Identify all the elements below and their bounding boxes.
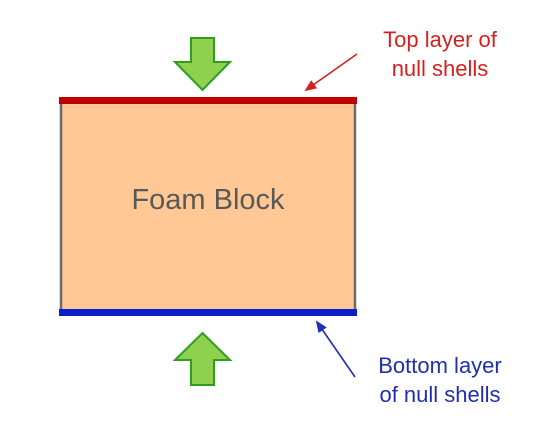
top-layer-label: Top layer of null shells	[364, 25, 516, 83]
bottom-layer-pointer	[315, 320, 356, 378]
arrow-up-icon	[172, 331, 233, 386]
top-layer-label-line1: Top layer of	[383, 27, 497, 52]
bottom-null-shell-layer	[59, 309, 357, 316]
foam-block	[59, 99, 357, 314]
bottom-layer-label-line1: Bottom layer	[378, 353, 502, 378]
foam-block-label: Foam Block	[131, 184, 285, 216]
bottom-layer-label: Bottom layer of null shells	[362, 351, 518, 409]
arrow-down-icon	[172, 37, 233, 92]
bottom-layer-label-line2: of null shells	[379, 382, 501, 407]
top-null-shell-layer	[59, 97, 357, 104]
top-layer-label-line2: null shells	[391, 56, 489, 81]
top-layer-pointer	[304, 53, 358, 92]
